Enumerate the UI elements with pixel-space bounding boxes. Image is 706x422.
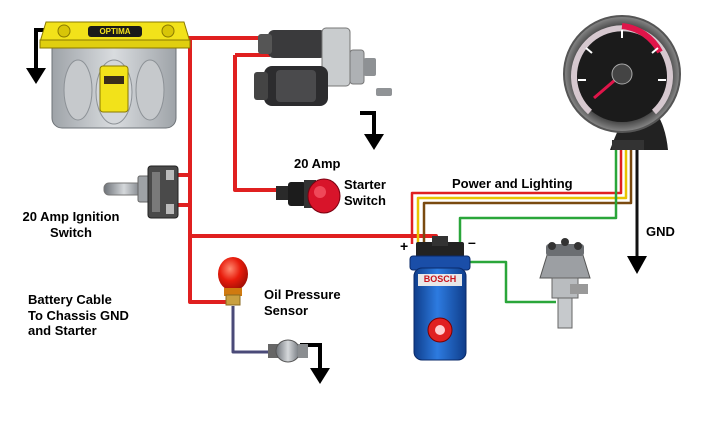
coil-negative-terminal: – (468, 234, 476, 250)
oil-pressure-sensor-icon (268, 339, 308, 363)
push-button-switch-icon (276, 178, 341, 214)
coil-positive-terminal: + (400, 238, 409, 254)
wire-ignition-to-coil (175, 203, 438, 248)
oil-pressure-label: Oil Pressure Sensor (264, 287, 341, 318)
ground-arrow-icon (627, 256, 647, 274)
wire-starter-switch (233, 55, 278, 192)
starter-switch-name-label: Starter Switch (344, 177, 386, 208)
wire-power-yellow (416, 148, 628, 244)
wire-power-red (410, 148, 623, 244)
battery-brand-label: OPTIMA (99, 27, 131, 36)
wire-tach-signal (458, 148, 618, 248)
battery-cable-label: Battery Cable To Chassis GND and Starter (28, 292, 129, 339)
distributor-icon (539, 238, 591, 329)
green-wires (458, 148, 618, 304)
gnd-label: GND (646, 224, 675, 239)
power-wires (410, 148, 633, 244)
coil-brand-label: BOSCH (423, 274, 457, 284)
wire-power-brown (422, 148, 633, 244)
toggle-switch-icon (103, 165, 179, 219)
power-lighting-label: Power and Lighting (452, 176, 573, 191)
tachometer-gauge-icon (563, 15, 681, 150)
ignition-coil-icon (409, 236, 471, 361)
wire-lamp-to-sensor (231, 306, 270, 354)
ground-arrow-icon (360, 111, 384, 150)
starter-switch-amp-label: 20 Amp (294, 156, 341, 171)
oil-wires (231, 306, 270, 354)
wire-coil-to-distributor (462, 260, 556, 304)
starter-motor-icon (254, 27, 392, 106)
battery-icon (39, 21, 191, 129)
oil-warning-lamp-icon (218, 257, 248, 306)
ignition-switch-label: 20 Amp Ignition Switch (22, 209, 120, 240)
